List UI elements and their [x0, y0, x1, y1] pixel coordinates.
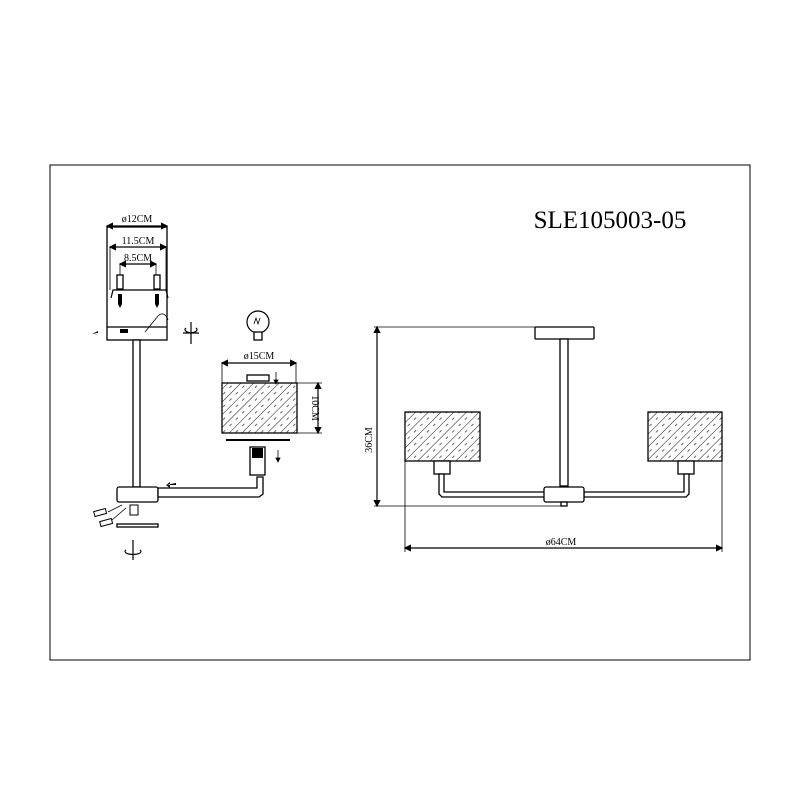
drawing-frame — [49, 164, 751, 661]
bracket-spacing-label: 8.5CM — [124, 253, 152, 264]
mounting-bracket — [110, 274, 169, 308]
screw-icon — [155, 294, 159, 308]
shade-height-label: 10CM — [309, 395, 320, 421]
socket-right — [677, 460, 695, 475]
wire-connectors — [93, 504, 127, 528]
down-rod — [559, 338, 569, 487]
canopy — [534, 326, 595, 340]
canopy-diameter-label: ø12CM — [122, 214, 153, 225]
overall-diameter-label: ø64CM — [546, 537, 577, 548]
down-rod — [132, 339, 141, 488]
canopy-inner-width-label: 11.5CM — [122, 236, 155, 247]
arm-right — [583, 473, 690, 498]
bulb-icon — [246, 310, 270, 341]
model-title: SLE105003-05 — [534, 207, 687, 234]
shade-diameter-label: ø15CM — [244, 351, 275, 362]
front-view: 36CM ø64CM — [364, 325, 724, 552]
arm — [157, 476, 264, 498]
lamp-shade — [221, 382, 298, 434]
assembly-view: ø12CM 11.5CM 8.5CM — [92, 214, 322, 560]
lamp-shade-right — [647, 411, 723, 462]
hub — [543, 486, 585, 503]
socket-left — [433, 460, 451, 475]
arm-left — [438, 473, 546, 498]
overall-height-label: 36CM — [364, 427, 375, 453]
arrow-left-icon — [92, 331, 98, 335]
screw-icon — [118, 294, 122, 308]
rotate-icon — [124, 540, 142, 560]
lamp-shade-left — [404, 411, 481, 462]
rotate-icon — [183, 322, 199, 344]
hub — [116, 486, 159, 503]
